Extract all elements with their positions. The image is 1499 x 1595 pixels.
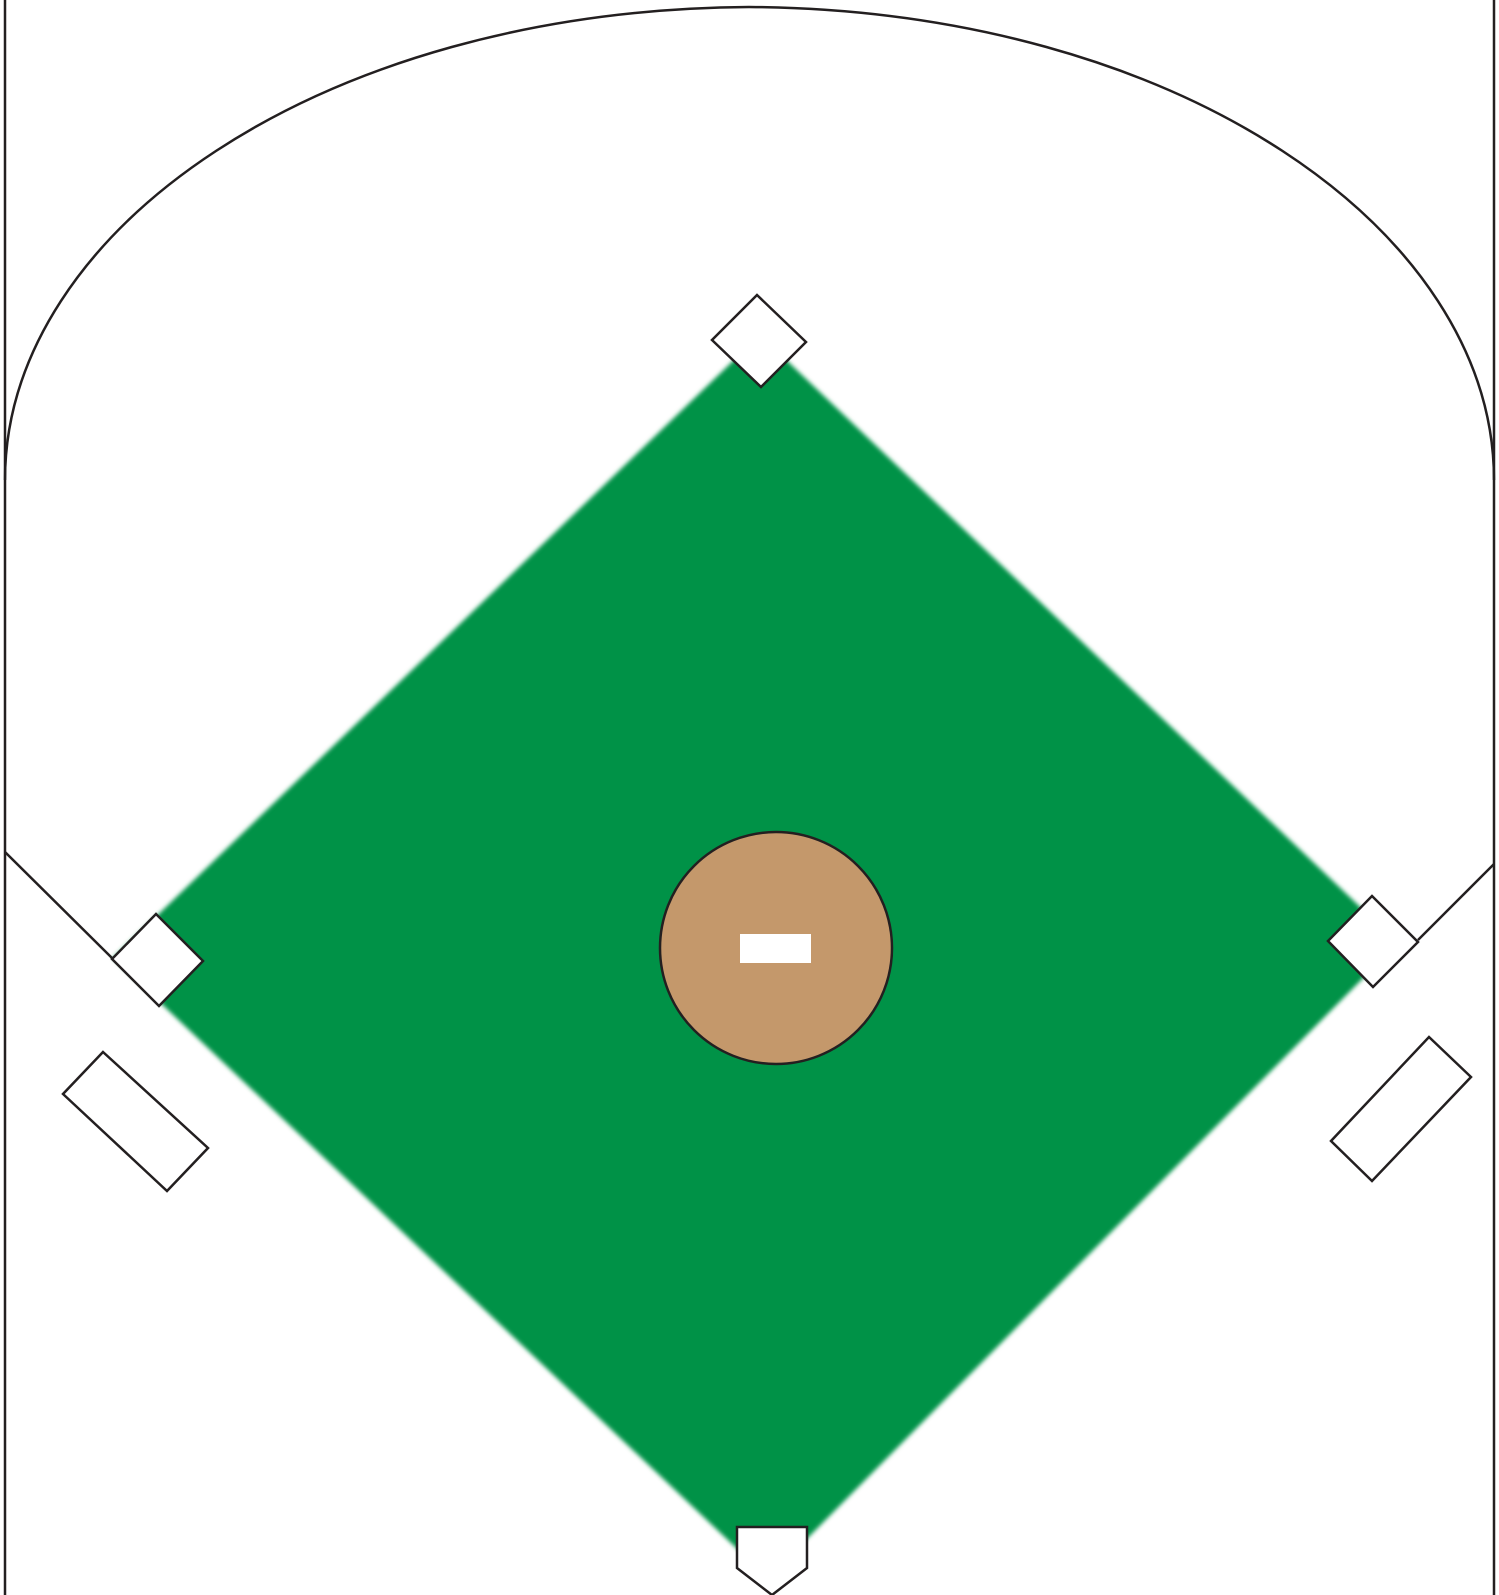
left-batters-box [63,1052,208,1191]
pitchers-rubber [740,934,811,963]
right-batters-box [1331,1037,1471,1181]
home-plate [737,1527,807,1595]
right-foul-line [1418,864,1494,940]
left-foul-line [5,852,112,958]
